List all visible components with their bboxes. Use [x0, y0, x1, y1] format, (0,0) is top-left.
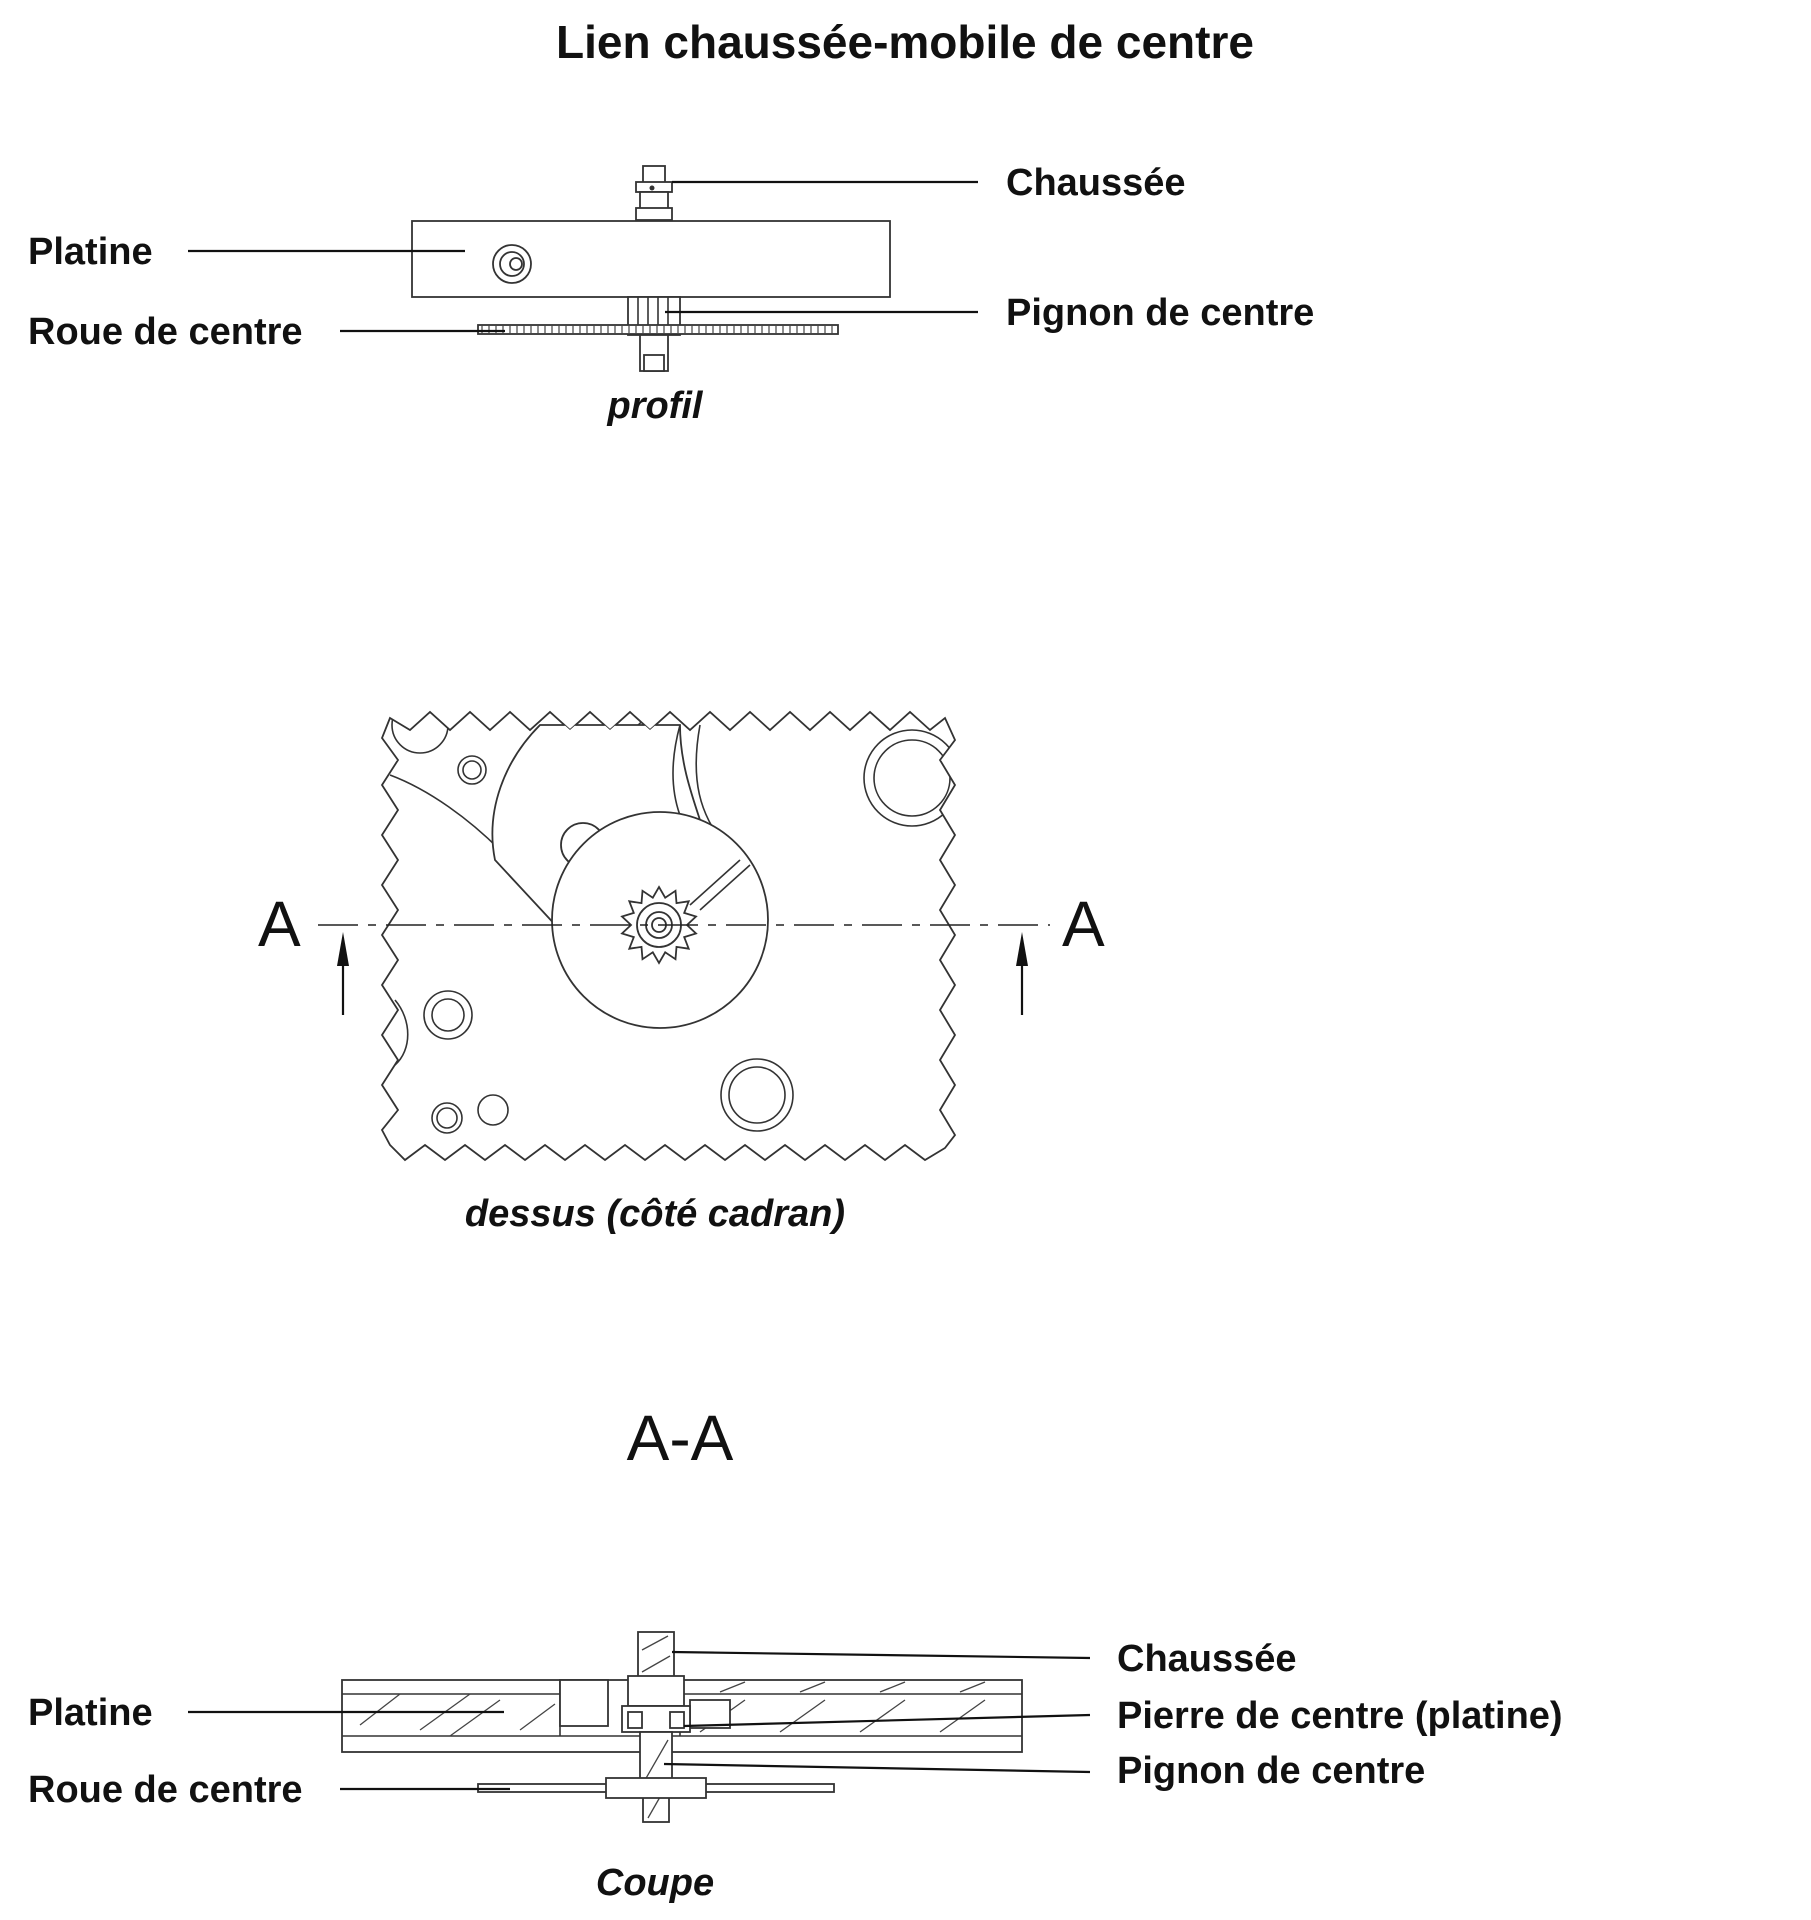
- profile-roue-part: [477, 324, 839, 335]
- profile-label-platine: Platine: [28, 231, 153, 273]
- section-heading: A-A: [627, 1402, 734, 1474]
- section-view: A-A: [28, 1402, 1563, 1904]
- section-roue-part: [477, 1777, 835, 1799]
- profile-label-roue: Roue de centre: [28, 311, 303, 353]
- profile-view: Chaussée Platine Pignon de centre Roue d…: [28, 162, 1314, 427]
- top-view-caption: dessus (côté cadran): [465, 1193, 845, 1235]
- section-marker-left: A: [258, 888, 301, 960]
- profile-label-chaussee: Chaussée: [1006, 162, 1186, 204]
- section-label-platine: Platine: [28, 1692, 153, 1734]
- profile-label-pignon: Pignon de centre: [1006, 292, 1314, 334]
- diagram-title: Lien chaussée-mobile de centre: [556, 16, 1254, 68]
- profile-caption: profil: [607, 385, 704, 427]
- section-label-chaussee: Chaussée: [1117, 1638, 1297, 1680]
- top-view: A A dessus (côté cadran): [258, 710, 1105, 1235]
- profile-platine-part: [411, 220, 891, 298]
- profile-chaussee-part: [635, 165, 673, 221]
- section-marker-right: A: [1062, 888, 1105, 960]
- section-label-pignon: Pignon de centre: [1117, 1750, 1425, 1792]
- section-label-roue: Roue de centre: [28, 1769, 303, 1811]
- section-arrow-right: [1016, 932, 1028, 1015]
- section-label-pierre: Pierre de centre (platine): [1117, 1695, 1563, 1737]
- section-arrow-left: [337, 932, 349, 1015]
- section-pignon-part: [639, 1731, 673, 1823]
- profile-screw: [492, 244, 532, 284]
- section-pierre-part: [621, 1705, 691, 1733]
- section-caption: Coupe: [596, 1862, 714, 1904]
- section-chaussee-part: [627, 1631, 685, 1707]
